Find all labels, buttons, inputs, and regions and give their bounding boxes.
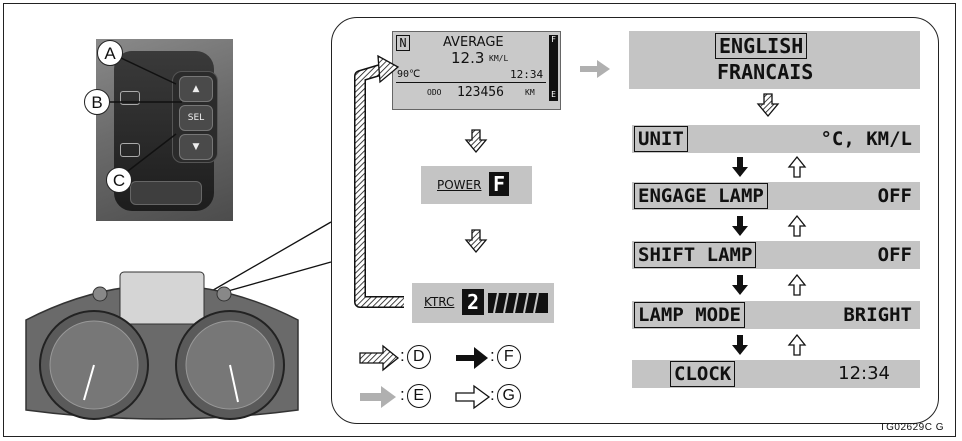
legend-black-arrow-icon	[456, 347, 488, 369]
outline-arrow-1	[789, 157, 805, 177]
legend-key-g: G	[497, 384, 521, 408]
legend-key-e: E	[407, 384, 431, 408]
legend-separator: :	[490, 346, 495, 365]
black-arrow-4	[732, 335, 748, 355]
black-arrow-2	[732, 216, 748, 236]
hatched-arrow-2	[466, 230, 486, 252]
black-arrow-1	[732, 157, 748, 177]
legend-separator: :	[400, 346, 405, 365]
legend-item-g: :G	[490, 384, 521, 408]
figure-code: TG02629C G	[880, 422, 944, 433]
legend-key-f: F	[497, 345, 521, 369]
black-arrow-3	[732, 275, 748, 295]
outline-arrow-4	[789, 335, 805, 355]
gray-arrow-to-language	[580, 60, 610, 78]
legend-key-d: D	[407, 345, 431, 369]
legend-gray-arrow-icon	[360, 386, 396, 408]
return-loop-arrow	[360, 70, 404, 302]
legend-item-d: :D	[400, 345, 431, 369]
outline-arrow-2	[789, 216, 805, 236]
legend-outline-arrow-icon	[456, 386, 489, 408]
return-loop-arrow-outline	[360, 70, 404, 302]
legend-item-e: :E	[400, 384, 431, 408]
legend-separator: :	[400, 385, 405, 404]
outline-arrow-3	[789, 275, 805, 295]
return-loop-arrowhead	[378, 56, 398, 82]
hatched-arrow-1	[466, 130, 486, 152]
legend-hatched-arrow-icon	[360, 346, 398, 370]
legend-separator: :	[490, 385, 495, 404]
legend-item-f: :F	[490, 345, 521, 369]
hatched-arrow-3	[758, 94, 778, 116]
